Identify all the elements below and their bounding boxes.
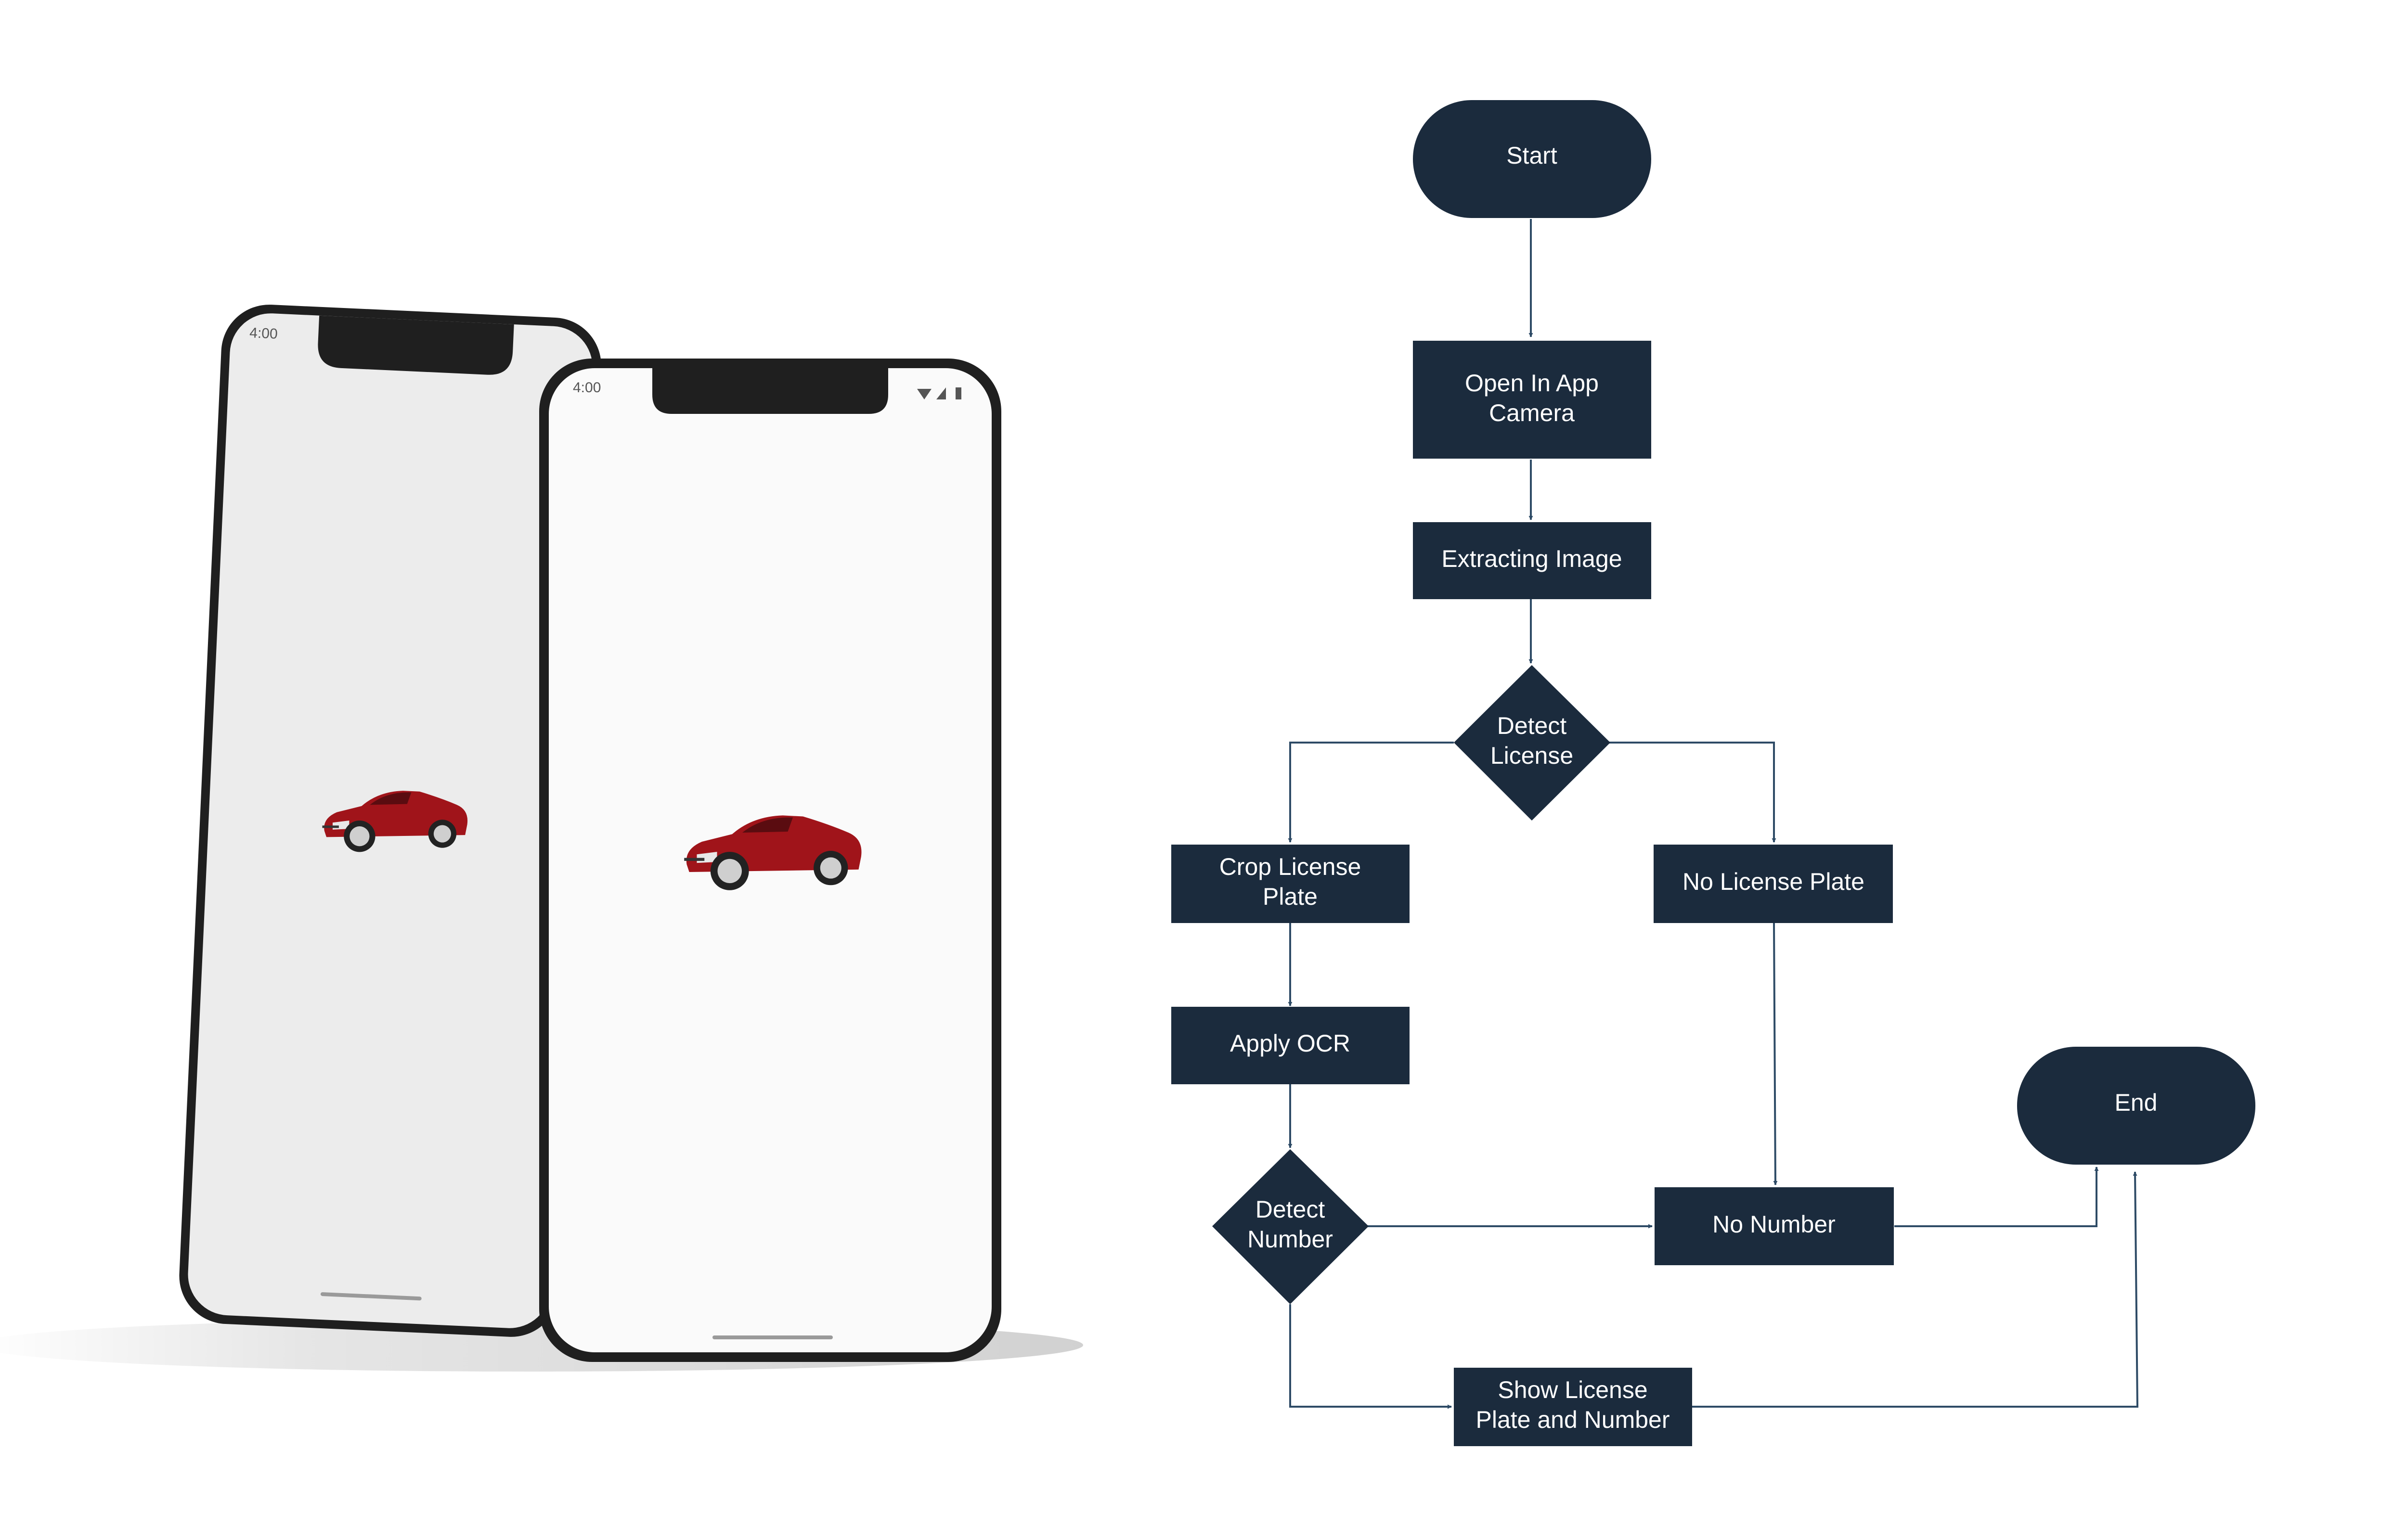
node-detect-number-label-line2: Number [1247, 1226, 1333, 1253]
flowchart-nodes: Start Open In App Camera Extracting Imag… [1171, 100, 2255, 1446]
edge-no-number-to-end [1894, 1167, 2099, 1227]
back-phone-home-indicator [320, 1292, 422, 1301]
node-extracting-image: Extracting Image [1413, 522, 1651, 599]
node-open-camera-label-line1: Open In App [1465, 370, 1599, 397]
front-phone-home-indicator [712, 1335, 833, 1339]
wifi-icon [917, 389, 932, 399]
node-start: Start [1413, 100, 1651, 218]
node-open-camera-label-line2: Camera [1489, 399, 1575, 426]
node-crop-license-plate-shape [1171, 845, 1410, 923]
node-detect-license-shape [1454, 665, 1610, 821]
edge-detect-license-to-no-license-plate [1608, 742, 1776, 843]
signal-icon [936, 387, 946, 399]
node-start-shape [1413, 100, 1651, 218]
node-show-license-plate-and-number-shape [1454, 1368, 1692, 1446]
node-open-camera-shape [1413, 341, 1651, 459]
node-detect-number-shape [1212, 1149, 1369, 1304]
node-no-license-plate-label: No License Plate [1682, 868, 1864, 895]
node-end-label: End [2115, 1089, 2158, 1116]
node-no-number: No Number [1655, 1187, 1894, 1265]
node-open-camera: Open In App Camera [1413, 341, 1651, 459]
node-detect-license: Detect License [1454, 665, 1610, 821]
node-show-license-plate-and-number: Show License Plate and Number [1454, 1368, 1692, 1446]
flowchart-edges [1288, 219, 2139, 1409]
edge-detect-license-to-crop [1288, 742, 1454, 843]
node-no-number-label: No Number [1712, 1211, 1836, 1238]
node-end: End [2017, 1047, 2255, 1165]
edge-show-to-end [1692, 1171, 2139, 1408]
node-crop-license-plate-label-line1: Crop License [1219, 853, 1361, 880]
node-apply-ocr: Apply OCR [1171, 1007, 1410, 1084]
front-phone-notch [652, 368, 888, 414]
node-no-license-plate: No License Plate [1654, 845, 1893, 923]
front-phone-status-time: 4:00 [573, 380, 601, 396]
node-detect-number-label-line1: Detect [1255, 1196, 1325, 1223]
node-no-license-plate-shape [1654, 845, 1893, 923]
node-extracting-image-shape [1413, 522, 1651, 599]
node-crop-license-plate-label-line2: Plate [1263, 883, 1318, 910]
node-detect-license-label-line2: License [1490, 742, 1573, 769]
node-start-label: Start [1506, 142, 1557, 169]
phone-mockups: 4:00 4:00 [0, 305, 1083, 1372]
node-crop-license-plate: Crop License Plate [1171, 845, 1410, 923]
node-extracting-image-label: Extracting Image [1441, 545, 1622, 572]
edge-detect-number-to-show [1289, 1304, 1452, 1409]
battery-icon [956, 387, 961, 399]
node-detect-number: Detect Number [1212, 1149, 1369, 1304]
node-show-license-plate-and-number-label-line2: Plate and Number [1475, 1406, 1669, 1433]
node-detect-license-label-line1: Detect [1497, 712, 1567, 739]
node-apply-ocr-label: Apply OCR [1230, 1030, 1350, 1057]
node-apply-ocr-shape [1171, 1007, 1410, 1084]
node-no-number-shape [1655, 1187, 1894, 1265]
back-phone-notch [318, 315, 514, 375]
front-phone-status-icons [917, 387, 961, 399]
edge-no-license-plate-to-no-number [1773, 923, 1778, 1185]
node-show-license-plate-and-number-label-line1: Show License [1498, 1376, 1647, 1403]
node-end-shape [2017, 1047, 2255, 1165]
back-phone-status-time: 4:00 [249, 325, 278, 342]
